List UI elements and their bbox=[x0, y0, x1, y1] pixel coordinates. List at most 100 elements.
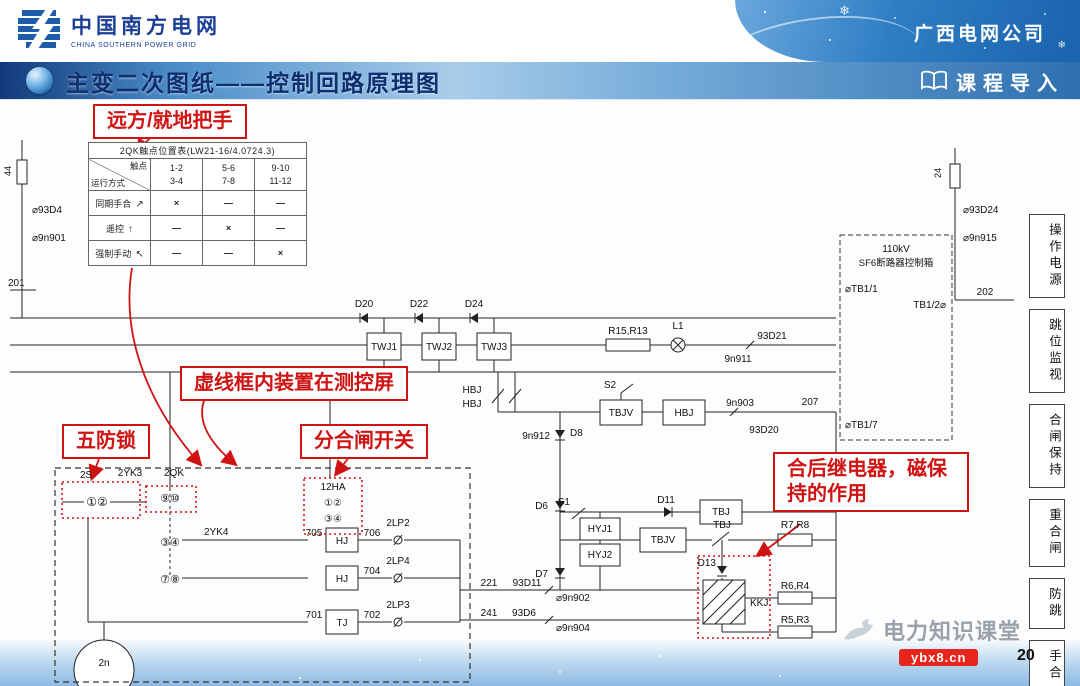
s2s-wires bbox=[62, 501, 146, 640]
table-row: 强制手动↖ — — × bbox=[88, 240, 307, 266]
terminal-label-power: 操作电源 bbox=[1029, 214, 1065, 298]
right-fuse-icon bbox=[949, 163, 961, 189]
ha-highlight-box bbox=[303, 477, 363, 535]
label-hyj2: HYJ2 bbox=[588, 550, 613, 561]
s2s-highlight-box bbox=[61, 481, 141, 519]
label-hj2: HJ bbox=[336, 574, 348, 585]
label-twj3: TWJ3 bbox=[481, 342, 508, 353]
hbj-contact-wires bbox=[491, 372, 522, 412]
right-feeder-wire bbox=[954, 148, 1014, 301]
device-boxes bbox=[73, 332, 813, 686]
label-93d21: 93D21 bbox=[757, 331, 787, 342]
label-93d6: 93D6 bbox=[512, 608, 536, 619]
contacts-ha-2: ③④ bbox=[324, 514, 342, 525]
contacts-qk-3: ⑦⑧ bbox=[160, 574, 180, 586]
handle-position-icon: ↑ bbox=[128, 223, 133, 235]
hyj1-box bbox=[579, 517, 621, 541]
twj3-box bbox=[476, 332, 512, 361]
label-r6r4: R6,R4 bbox=[781, 581, 810, 592]
left-fuse-icon bbox=[16, 159, 28, 185]
arrow-to-frame bbox=[201, 397, 238, 467]
callout-switch-note: 分合闸开关 bbox=[300, 424, 428, 459]
diagram-labels: 44 ⌀93D4 ⌀9n901 201 24 ⌀93D24 ⌀9n915 202… bbox=[3, 166, 999, 669]
label-2yk4: 2YK4 bbox=[204, 527, 229, 538]
label-hbj-contact1: HBJ bbox=[463, 385, 482, 396]
label-9n911: 9n911 bbox=[724, 354, 752, 365]
table-row: 同期手合↗ × — — bbox=[88, 190, 307, 216]
label-tb1-7: ⌀TB1/7 bbox=[845, 420, 878, 431]
label-fuse-right: 24 bbox=[933, 168, 943, 178]
label-241: 241 bbox=[481, 608, 498, 619]
resistor-r6r4 bbox=[777, 591, 813, 605]
d13-diode-icon bbox=[717, 566, 727, 574]
label-r7r8: R7,R8 bbox=[781, 520, 810, 531]
watermark-text: 电力知识课堂 bbox=[883, 619, 1022, 644]
label-tbj-coil: TBJ bbox=[712, 507, 730, 518]
callout-relay-note: 合后继电器，磁保持的作用 bbox=[773, 452, 969, 512]
tbjv-contact-box bbox=[639, 527, 687, 553]
handle-position-icon: ↖ bbox=[135, 248, 144, 260]
tbjv-coil-box bbox=[599, 399, 643, 426]
table-title: 2QK触点位置表(LW21-16/4.0724.3) bbox=[88, 142, 307, 159]
label-tbjv-contact: TBJV bbox=[651, 535, 676, 546]
device-2n-circle bbox=[73, 639, 135, 686]
red-annotations bbox=[61, 135, 801, 639]
kkj-wires bbox=[721, 540, 836, 633]
hyj2-box bbox=[579, 543, 621, 567]
resistor-r7r8 bbox=[777, 533, 813, 547]
arrow-to-qk bbox=[128, 267, 203, 467]
label-tb1-1: ⌀TB1/1 bbox=[845, 284, 878, 295]
label-9n902: ⌀9n902 bbox=[556, 593, 590, 604]
circuit-diagram-svg: 44 ⌀93D4 ⌀9n901 201 24 ⌀93D24 ⌀9n915 202… bbox=[3, 135, 1014, 686]
label-705: 705 bbox=[306, 528, 323, 539]
label-2lp4: 2LP4 bbox=[386, 556, 410, 567]
s1-switch-icon bbox=[571, 507, 586, 520]
label-9n901: ⌀9n901 bbox=[32, 233, 66, 244]
snowflake-icon: ❄ bbox=[1057, 40, 1066, 51]
contacts-2s: ①② bbox=[86, 495, 108, 509]
diode-icons bbox=[360, 313, 727, 576]
snowflake-icon: ❄ bbox=[839, 3, 850, 18]
link-slashes bbox=[393, 534, 403, 628]
d22-diode-icon bbox=[415, 313, 423, 323]
watermark: 电力知识课堂 bbox=[842, 614, 1021, 646]
tbj-coil-box bbox=[699, 499, 743, 525]
label-sf6-kv: 110kV bbox=[882, 244, 910, 255]
d7-diode-icon bbox=[555, 568, 565, 576]
hbj-coil-box bbox=[662, 399, 706, 426]
terminal-label-reclose: 重合闸 bbox=[1029, 499, 1065, 567]
sphere-icon bbox=[26, 67, 53, 94]
table-row: 遥控↑ — × — bbox=[88, 215, 307, 241]
label-706: 706 bbox=[364, 528, 381, 539]
page-number: 20 bbox=[1017, 647, 1035, 664]
label-r15r13: R15,R13 bbox=[608, 326, 648, 337]
label-202: 202 bbox=[977, 287, 994, 298]
label-9n904: ⌀9n904 bbox=[556, 623, 590, 634]
label-207: 207 bbox=[802, 397, 819, 408]
label-tbj-contact: TBJ bbox=[713, 520, 731, 531]
handle-position-icon: ↗ bbox=[135, 198, 144, 210]
s2-switch-icon bbox=[620, 383, 634, 400]
resistor-r5r3 bbox=[777, 625, 813, 639]
label-tbjv-coil: TBJV bbox=[609, 408, 634, 419]
label-d6: D6 bbox=[535, 501, 548, 512]
label-s1: S1 bbox=[558, 497, 571, 508]
arrow-to-switch bbox=[333, 455, 351, 477]
panel-dashed-frame bbox=[54, 467, 471, 683]
label-93d20: 93D20 bbox=[749, 425, 779, 436]
brand-name-cn: 中国南方电网 bbox=[71, 14, 221, 38]
label-hj1: HJ bbox=[336, 536, 348, 547]
sf6-box-frame bbox=[839, 234, 953, 441]
label-d13: D13 bbox=[698, 558, 717, 569]
header-company-panel: ❄ ❄ 广西电网公司 bbox=[735, 0, 1080, 62]
twj2-box bbox=[421, 332, 457, 361]
label-d24: D24 bbox=[465, 299, 484, 310]
tj-box bbox=[325, 609, 359, 635]
contacts-qk-2: ③④ bbox=[160, 537, 180, 549]
terminal-label-antipump: 防跳 bbox=[1029, 577, 1065, 629]
callout-five-lock: 五防锁 bbox=[62, 424, 150, 459]
brand-name-en: CHINA SOUTHERN POWER GRID bbox=[71, 41, 197, 49]
contacts-ha-1: ①② bbox=[324, 498, 342, 509]
